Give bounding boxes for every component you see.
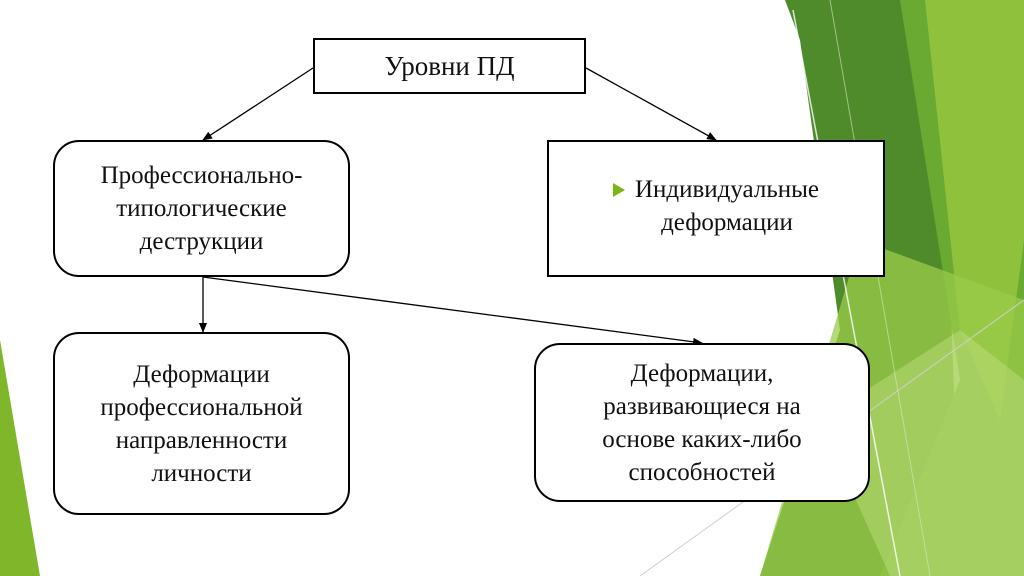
node-professional-orientation-label: Деформации профессиональной направленнос… [100,360,303,487]
diagram-title: Уровни ПД [384,50,515,81]
right-faint-panel [820,330,1024,576]
node-abilities-based: Деформации, развивающиеся на основе каки… [534,343,870,502]
diagram-title-box: Уровни ПД [313,38,586,94]
node-professional-typological: Профессионально- типологические деструкц… [53,140,350,277]
node-individual: Индивидуальные деформации [547,140,885,277]
node-individual-label: Индивидуальные деформации [634,175,820,236]
background-line-3 [829,0,931,576]
node-professional-orientation: Деформации профессиональной направленнос… [53,332,350,515]
node-abilities-based-label: Деформации, развивающиеся на основе каки… [602,359,802,486]
left-green-stripe [0,340,40,576]
background-line-1 [792,9,901,576]
node-professional-typological-label: Профессионально- типологические деструкц… [100,162,303,255]
triangle-bullet-icon [612,182,625,197]
bullet-item: Индивидуальные деформации [612,173,820,239]
